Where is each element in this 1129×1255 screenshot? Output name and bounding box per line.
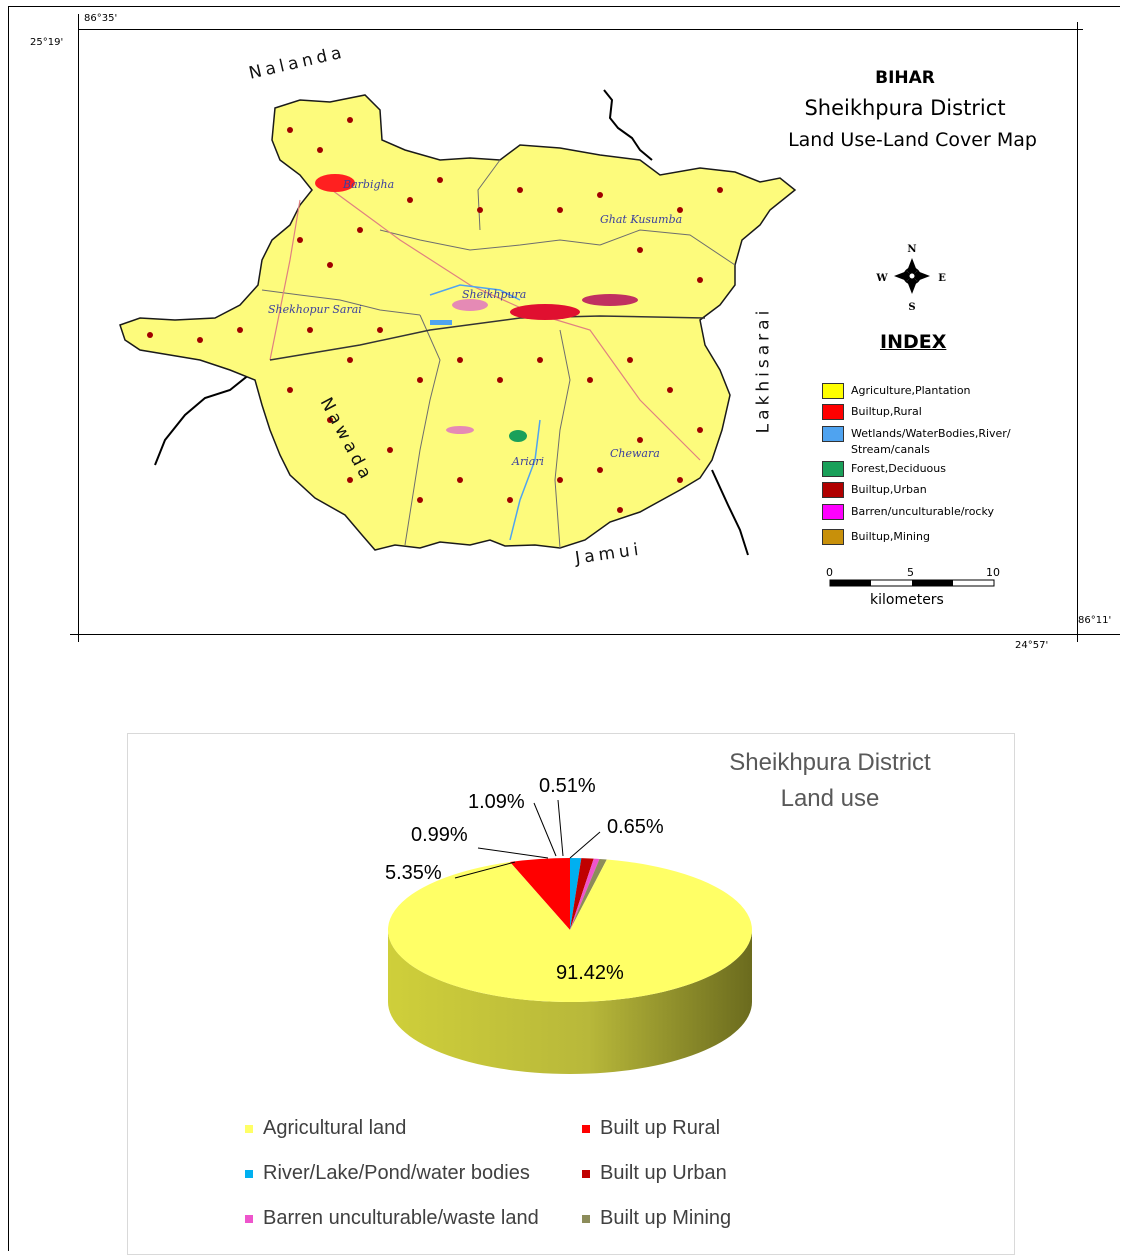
- pie-data-label: 5.35%: [385, 862, 442, 884]
- compass-icon: [894, 258, 930, 294]
- index-item: Barren/unculturable/rocky: [822, 504, 1041, 520]
- index-label: Wetlands/WaterBodies,River/ Stream/canal…: [851, 427, 1011, 456]
- legend-label: Agricultural land: [263, 1117, 407, 1139]
- scale-tick-5: 5: [907, 566, 914, 579]
- pie-data-label: 1.09%: [468, 791, 525, 813]
- index-swatch: [822, 482, 844, 498]
- index-title: INDEX: [880, 331, 947, 353]
- map-frame-right: [1077, 22, 1078, 642]
- index-item: Forest,Deciduous: [822, 461, 1041, 477]
- legend-item: Built up Mining: [582, 1207, 731, 1230]
- legend-label: Built up Mining: [600, 1207, 732, 1229]
- index-swatch: [822, 426, 844, 442]
- index-label: Barren/unculturable/rocky: [851, 505, 994, 518]
- legend-swatch: [245, 1214, 253, 1223]
- map-district-title: Sheikhpura District: [804, 96, 1006, 120]
- place-barbigha: Barbigha: [342, 178, 394, 191]
- coord-top-lon: 86°35': [84, 13, 118, 24]
- district-map: Barbigha Ghat Kusumba Sheikhpura Shekhop…: [119, 89, 995, 587]
- coord-bottom-lat: 24°57': [1015, 640, 1049, 651]
- neighbour-east: Lakhisarai: [753, 306, 774, 434]
- index-label: Builtup,Rural: [851, 405, 922, 418]
- pie-data-label: 91.42%: [556, 962, 624, 984]
- legend-item: Built up Urban: [582, 1162, 727, 1185]
- pie-data-label: 0.99%: [411, 824, 468, 846]
- legend-label: River/Lake/Pond/water bodies: [263, 1162, 530, 1184]
- map-frame-bottom: [70, 634, 1120, 635]
- urban-patches: [315, 174, 638, 442]
- scale-unit: kilometers: [870, 592, 944, 608]
- place-shekhopur-sarai: Shekhopur Sarai: [268, 303, 362, 316]
- coord-right-lon: 86°11': [1078, 615, 1112, 626]
- index-label: Builtup,Mining: [851, 530, 930, 543]
- index-swatch: [822, 529, 844, 545]
- pie-data-label: 0.65%: [607, 816, 664, 838]
- map-state-title: BIHAR: [875, 68, 935, 88]
- builtup-dots: [147, 117, 723, 513]
- legend-label: Barren unculturable/waste land: [263, 1207, 539, 1229]
- place-sheikhpura: Sheikhpura: [462, 288, 526, 301]
- compass-e: E: [938, 273, 946, 284]
- chart-title: Sheikhpura District Land use: [700, 745, 960, 817]
- index-item: Agriculture,Plantation: [822, 383, 1041, 399]
- page-left-border: [8, 6, 9, 1251]
- compass-w: W: [875, 273, 888, 284]
- map-frame-top: [78, 29, 1083, 30]
- district-boundary: [119, 94, 797, 551]
- legend-item: Agricultural land: [245, 1117, 406, 1140]
- legend-item: Barren unculturable/waste land: [245, 1207, 539, 1230]
- index-item: Builtup,Urban: [822, 482, 1041, 498]
- coord-top-lat: 25°19': [30, 37, 64, 48]
- river-north-east: [603, 89, 653, 161]
- index-swatch: [822, 461, 844, 477]
- legend-item: Built up Rural: [582, 1117, 720, 1140]
- legend-swatch: [245, 1169, 253, 1178]
- place-ghat-kusumba: Ghat Kusumba: [600, 213, 682, 226]
- legend-swatch: [245, 1124, 253, 1133]
- scale-bar: [829, 579, 995, 587]
- legend-swatch: [582, 1169, 590, 1178]
- chart-title-line-1: Sheikhpura District: [729, 749, 931, 776]
- compass-s: S: [908, 302, 915, 313]
- page-top-border: [8, 6, 1120, 7]
- index-swatch: [822, 504, 844, 520]
- river-west: [154, 369, 256, 466]
- map-frame-left: [78, 14, 79, 642]
- scale-tick-0: 0: [826, 566, 833, 579]
- index-label: Agriculture,Plantation: [851, 384, 971, 397]
- chart-title-line-2: Land use: [780, 785, 880, 812]
- compass-n: N: [907, 244, 916, 255]
- index-swatch: [822, 404, 844, 420]
- legend-swatch: [582, 1214, 590, 1223]
- index-item: Wetlands/WaterBodies,River/ Stream/canal…: [822, 426, 1041, 458]
- index-label: Builtup,Urban: [851, 483, 927, 496]
- legend-label: Built up Urban: [600, 1162, 727, 1184]
- river-south-east: [711, 469, 749, 556]
- map-subtitle: Land Use-Land Cover Map: [788, 129, 1037, 151]
- index-label: Forest,Deciduous: [851, 462, 946, 475]
- place-chewara: Chewara: [610, 447, 660, 460]
- pie-data-label: 0.51%: [539, 775, 596, 797]
- legend-swatch: [582, 1124, 590, 1133]
- place-ariari: Ariari: [511, 455, 544, 468]
- scale-tick-10: 10: [986, 566, 1000, 579]
- index-swatch: [822, 383, 844, 399]
- index-item: Builtup,Rural: [822, 404, 1041, 420]
- legend-item: River/Lake/Pond/water bodies: [245, 1162, 530, 1185]
- legend-label: Built up Rural: [600, 1117, 721, 1139]
- index-item: Builtup,Mining: [822, 529, 1041, 545]
